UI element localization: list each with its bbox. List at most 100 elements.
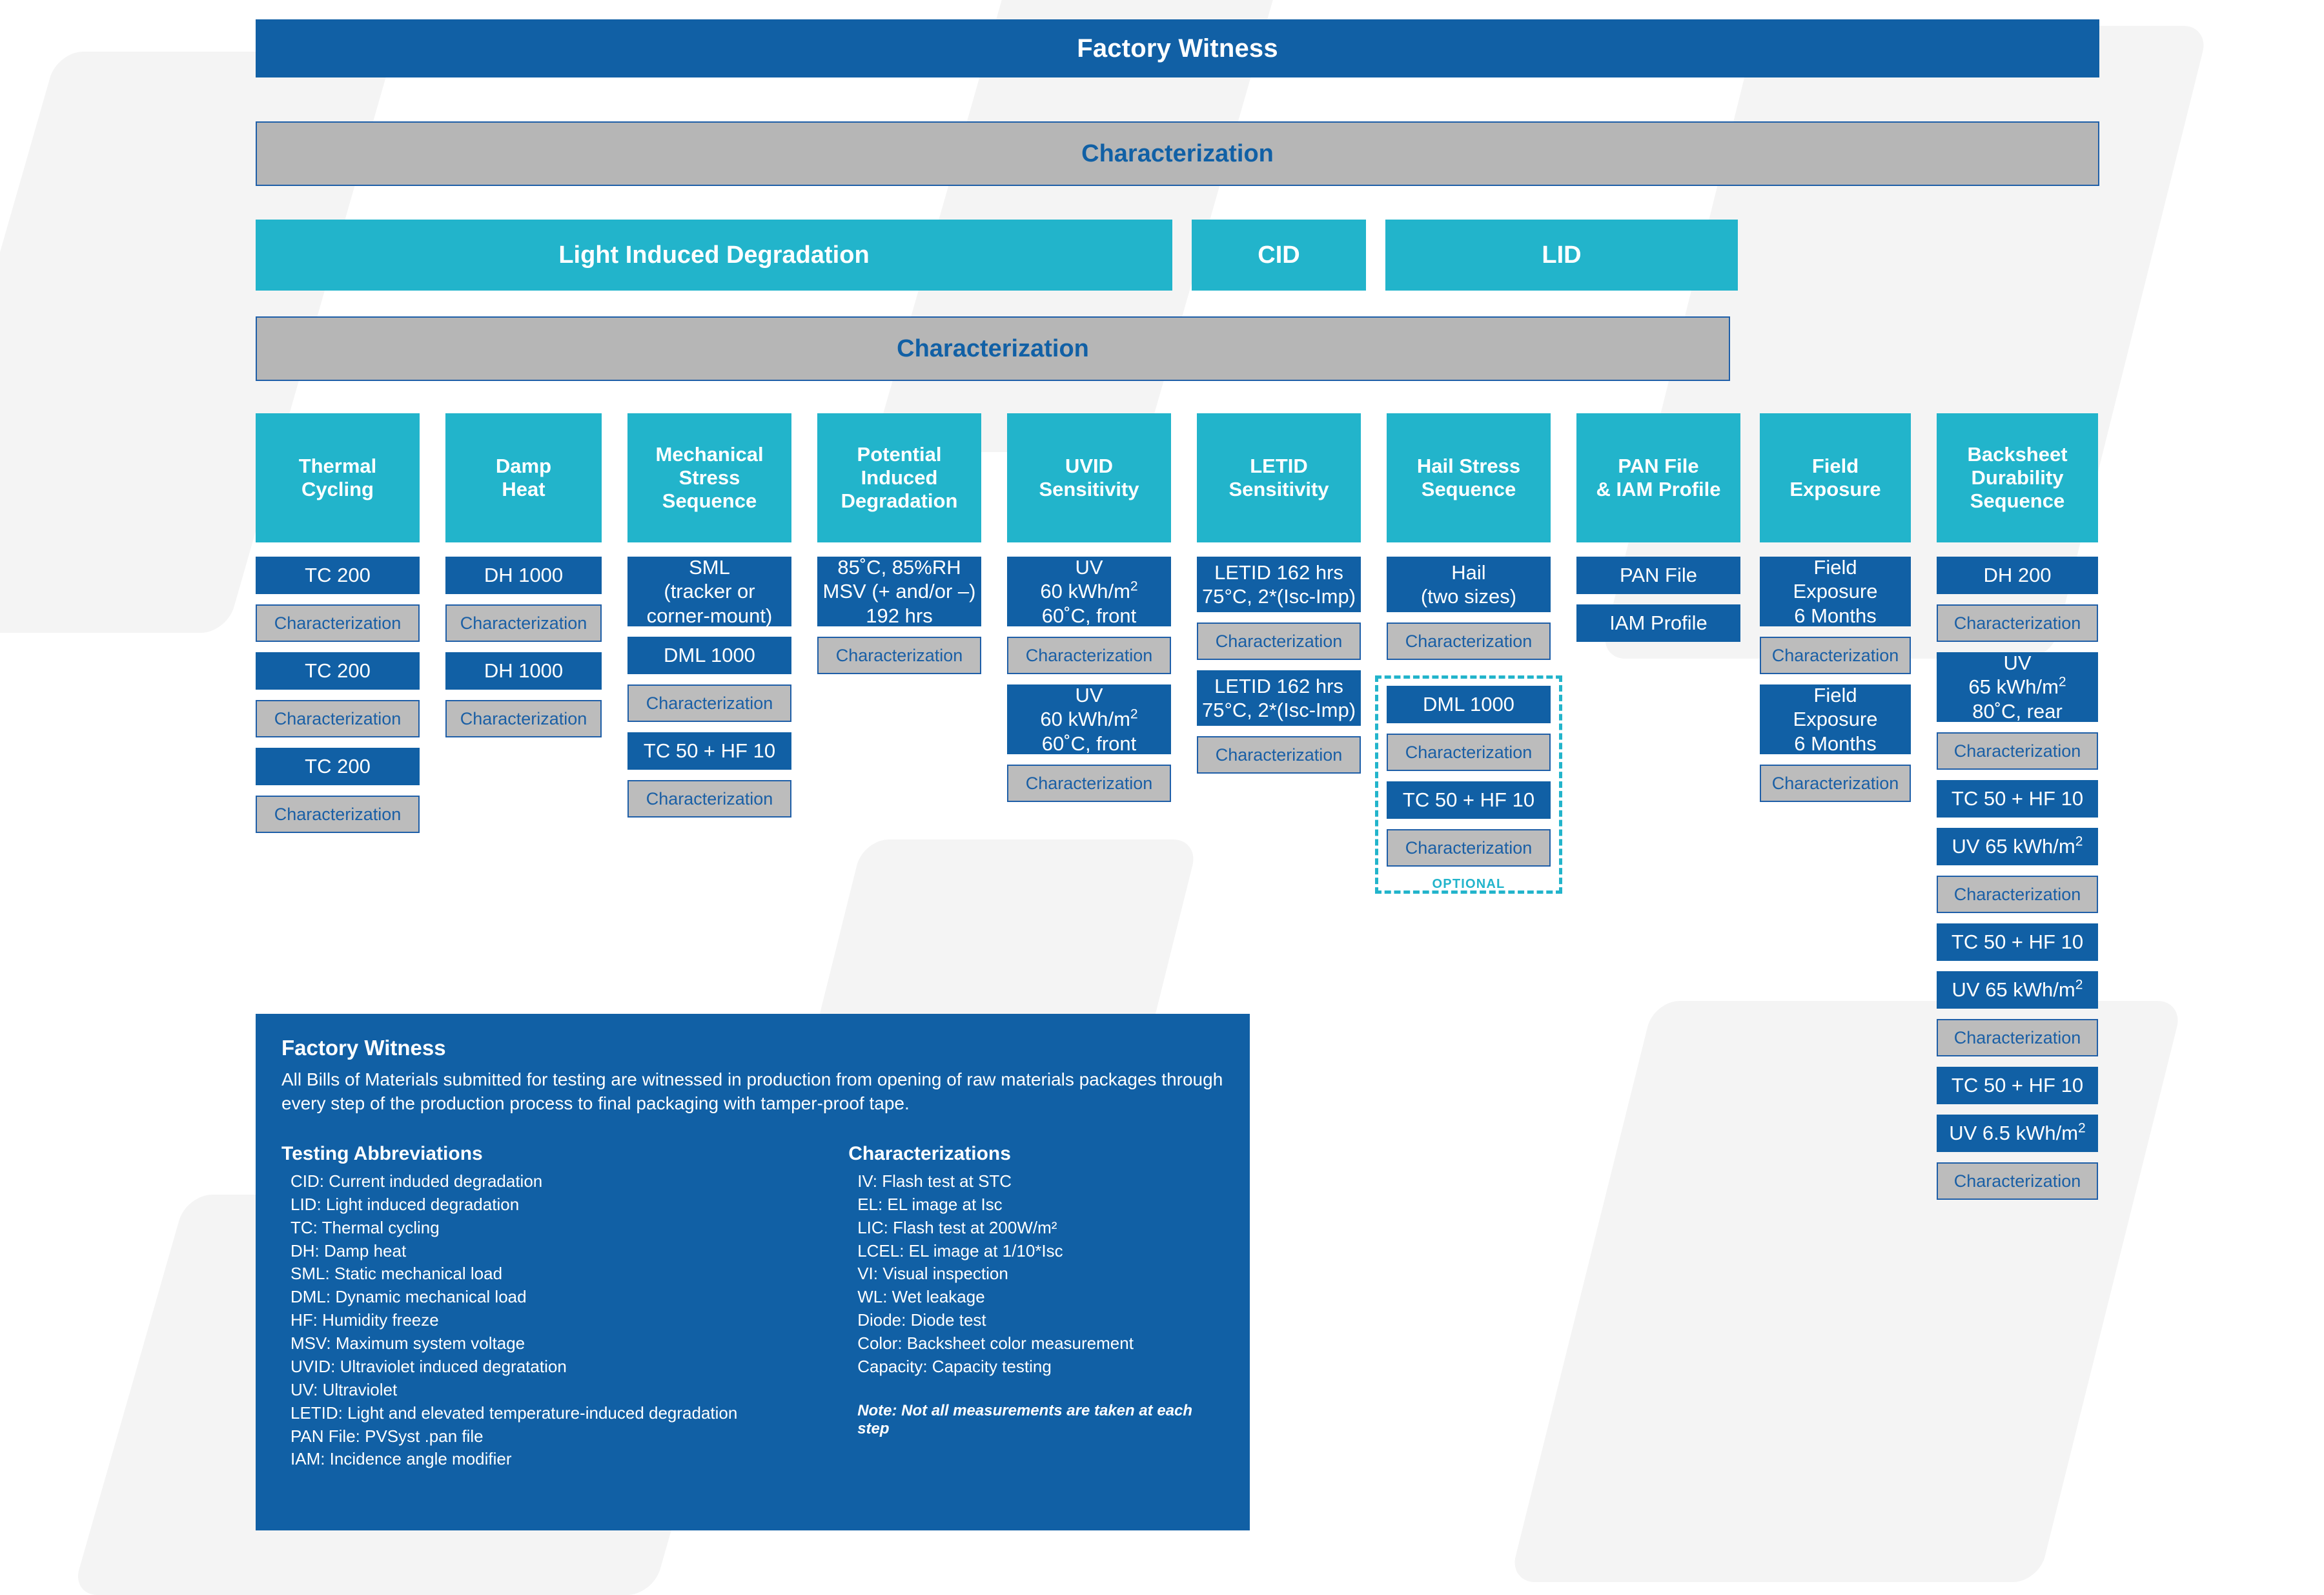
test-step-cell: DH 200	[1937, 557, 2098, 594]
test-step-cell: UV 65 kWh/m2	[1937, 971, 2098, 1009]
characterization-cell: Characterization	[256, 700, 420, 737]
cell-label: TC 50 + HF 10	[1951, 1074, 2084, 1097]
cell-label: TC 200	[305, 659, 371, 683]
legend-intro: All Bills of Materials submitted for tes…	[281, 1069, 1223, 1113]
cell-label: Characterization	[1025, 645, 1153, 665]
test-step-cell: TC 200	[256, 748, 420, 785]
legend-abbreviation-item: UV: Ultraviolet	[290, 1379, 398, 1399]
cell-label: UV 6.5 kWh/m2	[1949, 1121, 2086, 1145]
characterization-cell: Characterization	[1007, 637, 1171, 674]
characterization-cell: Characterization	[627, 780, 791, 818]
cell-label: Characterization	[1025, 773, 1153, 793]
legend-abbreviation-item: TC: Thermal cycling	[290, 1217, 440, 1237]
legend-abbreviation-item: DML: Dynamic mechanical load	[290, 1287, 527, 1307]
cell-label: Characterization	[1953, 1171, 2081, 1191]
characterization-bar-top: Characterization	[256, 121, 2099, 186]
characterization-cell: Characterization	[1760, 637, 1911, 674]
characterization-cell: Characterization	[1937, 1019, 2098, 1056]
characterization-cell: Characterization	[1937, 1162, 2098, 1200]
test-step-cell: DH 1000	[445, 557, 602, 594]
legend-characterization-item: Diode: Diode test	[857, 1310, 986, 1330]
cell-label: Characterization	[646, 788, 773, 808]
cell-label: DML 1000	[1423, 693, 1514, 716]
cell-label: Characterization	[1405, 631, 1533, 651]
characterization-cell: Characterization	[817, 637, 981, 674]
lid-bar: LID	[1385, 220, 1738, 291]
cell-label: Hail(two sizes)	[1420, 561, 1517, 608]
test-step-cell: TC 50 + HF 10	[1937, 923, 2098, 961]
characterization-cell: Characterization	[1937, 876, 2098, 913]
characterization-bar-second: Characterization	[256, 316, 1730, 381]
cell-label: TC 200	[305, 564, 371, 587]
legend-abbreviation-item: PAN File: PVSyst .pan file	[290, 1426, 484, 1446]
characterization-cell: Characterization	[1197, 736, 1361, 774]
cell-label: Characterization	[1771, 773, 1899, 793]
cell-label: Characterization	[1215, 631, 1343, 651]
cid-bar: CID	[1192, 220, 1366, 291]
legend-title: Factory Witness	[281, 1036, 446, 1060]
legend-abbreviation-item: MSV: Maximum system voltage	[290, 1333, 525, 1353]
legend-abbreviation-item: CID: Current induded degradation	[290, 1171, 543, 1191]
legend-characterization-item: Capacity: Capacity testing	[857, 1356, 1052, 1376]
legend-abbreviation-item: UVID: Ultraviolet induced degratation	[290, 1356, 567, 1376]
cell-label: Characterization	[460, 613, 587, 633]
test-step-cell: DML 1000	[1387, 686, 1551, 723]
legend-characterization-item: IV: Flash test at STC	[857, 1171, 1012, 1191]
characterization-cell: Characterization	[1387, 829, 1551, 867]
legend-note: Note: Not all measurements are taken at …	[857, 1401, 1193, 1437]
column-header-label: PAN File& IAM Profile	[1596, 455, 1721, 500]
test-step-cell: PAN File	[1576, 557, 1740, 594]
test-step-cell: DML 1000	[627, 637, 791, 674]
test-step-cell: TC 200	[256, 557, 420, 594]
test-step-cell: TC 50 + HF 10	[1937, 1067, 2098, 1104]
legend-abbreviations-column: Testing Abbreviations CID: Current indud…	[281, 1143, 810, 1471]
cell-label: Characterization	[1405, 742, 1533, 762]
test-step-cell: IAM Profile	[1576, 604, 1740, 642]
cell-label: Characterization	[1405, 838, 1533, 858]
characterization-cell: Characterization	[1760, 765, 1911, 802]
characterization-cell: Characterization	[1007, 765, 1171, 802]
cell-label: DH 1000	[484, 564, 564, 587]
cell-label: Characterization	[274, 613, 402, 633]
cell-label: TC 200	[305, 755, 371, 778]
optional-group-box	[1375, 675, 1562, 894]
cell-label: Characterization	[1953, 613, 2081, 633]
legend-characterization-item: LCEL: EL image at 1/10*Isc	[857, 1240, 1063, 1261]
legend-abbreviation-item: LID: Light induced degradation	[290, 1194, 520, 1214]
cell-label: TC 50 + HF 10	[643, 739, 776, 763]
test-step-cell: TC 50 + HF 10	[627, 732, 791, 770]
legend-characterization-item: VI: Visual inspection	[857, 1264, 1008, 1284]
characterization-cell: Characterization	[256, 604, 420, 642]
cell-label: Characterization	[1953, 1027, 2081, 1047]
test-step-cell: UV 6.5 kWh/m2	[1937, 1115, 2098, 1152]
cell-label: Characterization	[1953, 741, 2081, 761]
optional-label: OPTIONAL	[1432, 877, 1505, 891]
cell-label: Characterization	[460, 708, 587, 728]
